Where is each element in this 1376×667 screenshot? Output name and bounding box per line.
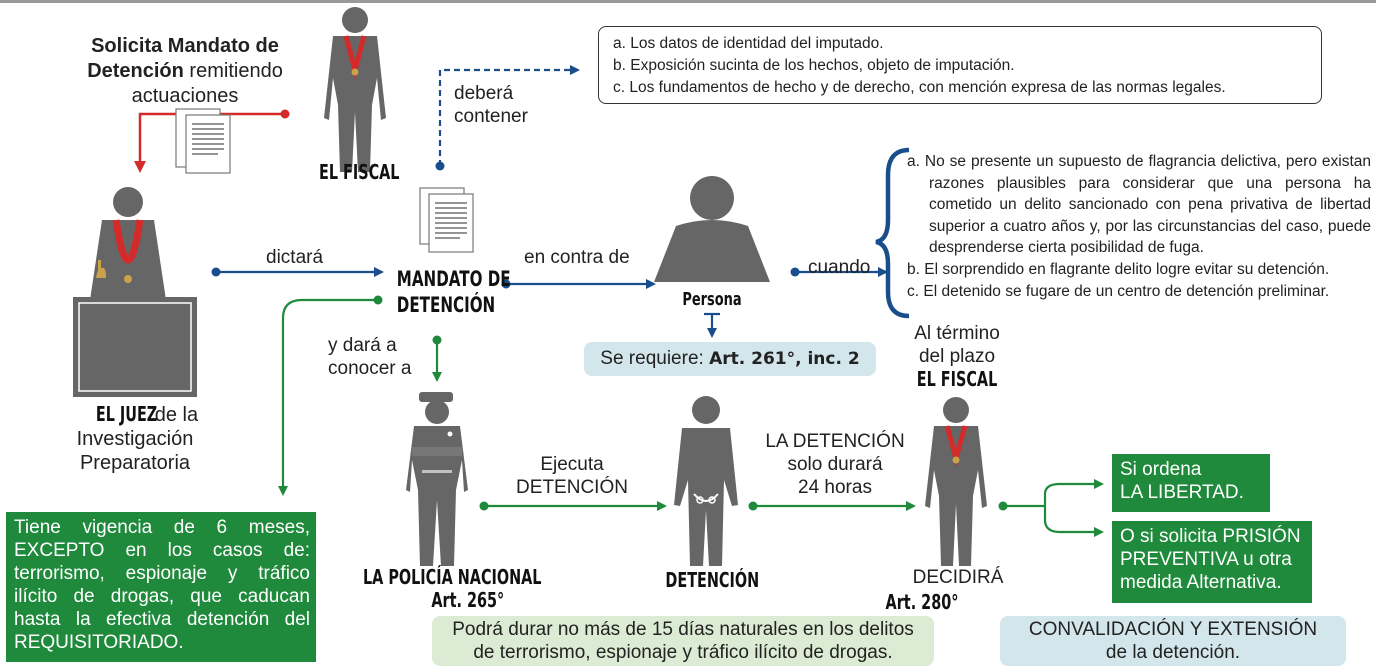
fiscal-right-figure: [925, 397, 987, 566]
art280-label: Art. 280°: [885, 590, 959, 614]
solicita-text: Solicita Mandato de Detención remitiendo…: [60, 34, 310, 109]
juez-l3: Preparatoria: [79, 452, 191, 474]
cuando-conditions: a. No se presente un supuesto de flagran…: [907, 151, 1371, 302]
juez-bold: EL JUEZ: [95, 402, 158, 426]
ejecuta-label: Ejecuta DETENCIÓN: [494, 453, 650, 499]
policia-figure: [406, 392, 468, 566]
prision-l2: PREVENTIVA u otra: [1120, 549, 1292, 570]
vigencia-l2: EXCEPTO en los casos de:: [14, 540, 310, 561]
prision-l1: O si solicita PRISIÓN: [1120, 526, 1301, 547]
y-dara-l1: y dará a: [328, 335, 397, 356]
se-requiere-box: Se requiere: Art. 261°, inc. 2: [584, 342, 876, 376]
contenido-item-b: b. Exposición sucinta de los hechos, obj…: [613, 57, 1015, 74]
fiscal-top-figure: [324, 7, 386, 172]
mandato-l1: MANDATO DE: [396, 267, 511, 291]
fiscal-top-label-wrap: EL FISCAL: [305, 160, 405, 184]
debera-l1: deberá: [454, 83, 514, 104]
juez-figure: [73, 187, 197, 397]
duracion-label: LA DETENCIÓN solo durará 24 horas: [750, 430, 920, 499]
libertad-l1: Si ordena: [1120, 459, 1202, 480]
mandato-label: MANDATO DE DETENCIÓN: [380, 266, 511, 318]
arrow-cuando: [790, 267, 888, 277]
podra-l1: Podrá durar no más de 15 días naturales …: [452, 619, 914, 640]
libertad-l2: LA LIBERTAD.: [1120, 482, 1244, 503]
arrow-en-contra: [501, 279, 656, 289]
detenido-figure: [674, 396, 738, 566]
duracion-l1: LA DETENCIÓN: [765, 431, 905, 452]
solicita-line3: actuaciones: [131, 85, 239, 107]
solicita-line2-rest: remitiendo: [183, 60, 283, 82]
persona-label-wrap: Persona: [662, 289, 762, 310]
vigencia-l6: REQUISITORIADO.: [14, 632, 184, 653]
policia-art: Art. 265°: [431, 588, 505, 612]
policia-name: LA POLICÍA NACIONAL: [363, 565, 542, 589]
ejecuta-l2: DETENCIÓN: [516, 477, 628, 498]
juez-label: EL JUEZ de la Investigación Preparatoria: [40, 402, 230, 475]
persona-figure: [654, 176, 770, 282]
red-arrow: [134, 109, 290, 173]
art280-wrap: Art. 280°: [862, 590, 982, 614]
arrow-durara: [748, 501, 916, 511]
detencion-label: DETENCIÓN: [665, 568, 760, 592]
arrow-decision-fork: [998, 479, 1104, 537]
se-requiere-art: Art. 261°, inc. 2: [709, 349, 860, 369]
dictara-label: dictará: [266, 247, 324, 268]
y-dara-l2: conocer a: [328, 358, 412, 379]
solicita-line2-bold: Detención: [87, 60, 184, 82]
convalidacion-l1: CONVALIDACIÓN Y EXTENSIÓN: [1028, 619, 1318, 640]
condicion-a: a. No se presente un supuesto de flagran…: [907, 153, 1371, 257]
contenido-box: a. Los datos de identidad del imputado. …: [598, 26, 1322, 104]
debera-l2: contener: [454, 106, 528, 127]
vigencia-box: Tiene vigencia de 6 meses, EXCEPTO en lo…: [6, 512, 316, 662]
prision-l3: medida Alternativa.: [1120, 572, 1282, 593]
convalidacion-box: CONVALIDACIÓN Y EXTENSIÓN de la detenció…: [1000, 616, 1346, 666]
vigencia-l5: hasta la efectiva detención del: [14, 609, 310, 630]
duracion-l3: 24 horas: [798, 477, 872, 498]
podra-durar-box: Podrá durar no más de 15 días naturales …: [432, 616, 934, 666]
documents-icon-left: [175, 108, 231, 174]
top-border: [0, 0, 1376, 3]
vigencia-l4: ilícito de drogas, que caducan: [14, 586, 310, 607]
contenido-item-c: c. Los fundamentos de hecho y de derecho…: [613, 79, 1226, 96]
decidira-label: DECIDIRÁ: [912, 567, 1004, 588]
debera-contener: deberá contener: [454, 82, 528, 128]
curly-brace: [875, 147, 910, 319]
solicita-line1: Solicita Mandato de: [91, 35, 279, 57]
arrow-ejecuta: [479, 501, 667, 511]
contenido-item-a: a. Los datos de identidad del imputado.: [613, 35, 884, 52]
convalidacion-l2: de la detención.: [1105, 642, 1241, 663]
detencion-label-wrap: DETENCIÓN: [650, 568, 760, 592]
arrow-y-dara: [432, 335, 442, 382]
juez-l1-rest: de la: [149, 404, 199, 426]
y-dara-label: y dará a conocer a: [328, 334, 411, 380]
libertad-box: Si ordena LA LIBERTAD.: [1112, 454, 1270, 512]
prision-box: O si solicita PRISIÓN PREVENTIVA u otra …: [1112, 521, 1312, 603]
cuando-label: cuando: [808, 257, 871, 278]
al-termino-l2: del plazo: [918, 346, 996, 367]
arrow-se-requiere: [704, 312, 720, 338]
vigencia-l1: Tiene vigencia de 6 meses,: [14, 517, 310, 538]
policia-label: LA POLICÍA NACIONAL Art. 265°: [335, 565, 542, 612]
ejecuta-l1: Ejecuta: [540, 454, 604, 475]
fiscal-top-label: EL FISCAL: [319, 160, 400, 184]
persona-label: Persona: [682, 289, 742, 310]
podra-l2: de terrorismo, espionaje y tráfico ilíci…: [473, 642, 893, 663]
al-termino-l3: EL FISCAL: [916, 367, 998, 391]
mandato-l2: DETENCIÓN: [396, 293, 496, 317]
juez-l2: Investigación: [76, 428, 194, 450]
al-termino-l1: Al término: [914, 323, 1000, 344]
en-contra-label: en contra de: [524, 247, 630, 268]
dashed-arrow-contenido: [435, 65, 580, 171]
arrow-dictara: [211, 267, 384, 277]
condicion-b: b. El sorprendido en flagrante delito lo…: [907, 260, 1330, 278]
duracion-l2: solo durará: [787, 454, 883, 475]
documents-icon-mandato: [419, 187, 474, 253]
condicion-c: c. El detenido se fugare de un centro de…: [907, 282, 1330, 300]
arrow-vigencia: [278, 295, 383, 496]
se-requiere-label: Se requiere:: [600, 348, 710, 369]
al-termino-label: Al término del plazo EL FISCAL: [890, 322, 1024, 391]
vigencia-l3: terrorismo, espionaje y tráfico: [14, 563, 310, 584]
